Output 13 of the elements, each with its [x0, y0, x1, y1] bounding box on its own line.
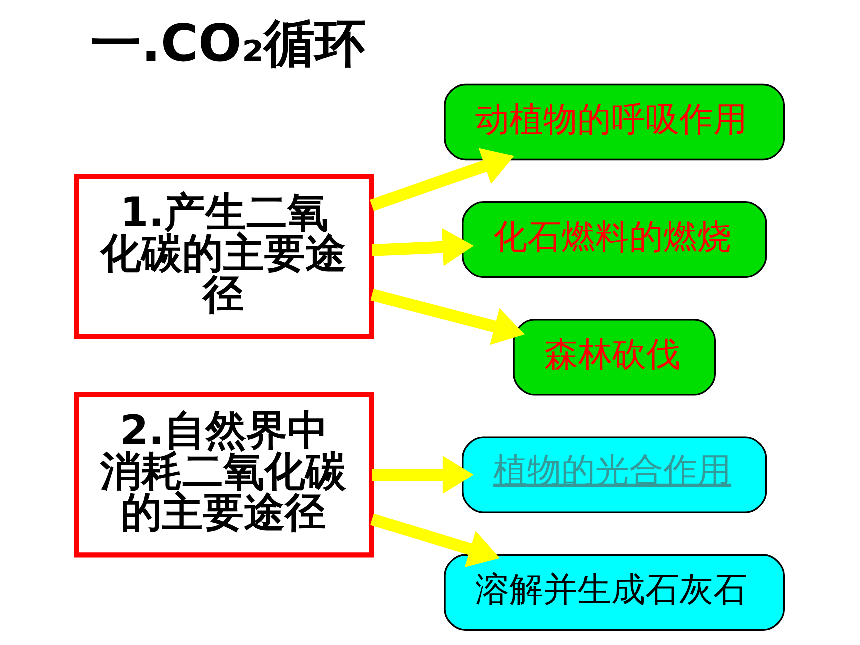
node-box: 化石燃料的燃烧: [462, 201, 767, 278]
node-box: 森林砍伐: [512, 319, 716, 396]
arrow: [370, 514, 500, 568]
node-box: 动植物的呼吸作用: [444, 84, 785, 161]
diagram-title: 一.CO₂循环: [90, 14, 366, 74]
arrow: [370, 289, 524, 346]
node-box: 2.自然界中消耗二氧化碳的主要途径: [74, 392, 374, 558]
node-box: 植物的光合作用: [462, 436, 767, 514]
arrow: [370, 148, 514, 212]
arrow: [371, 228, 474, 266]
arrow: [372, 456, 474, 494]
node-box: 1.产生二氧化碳的主要途径: [74, 174, 374, 340]
node-box: 溶解并生成石灰石: [444, 554, 785, 632]
